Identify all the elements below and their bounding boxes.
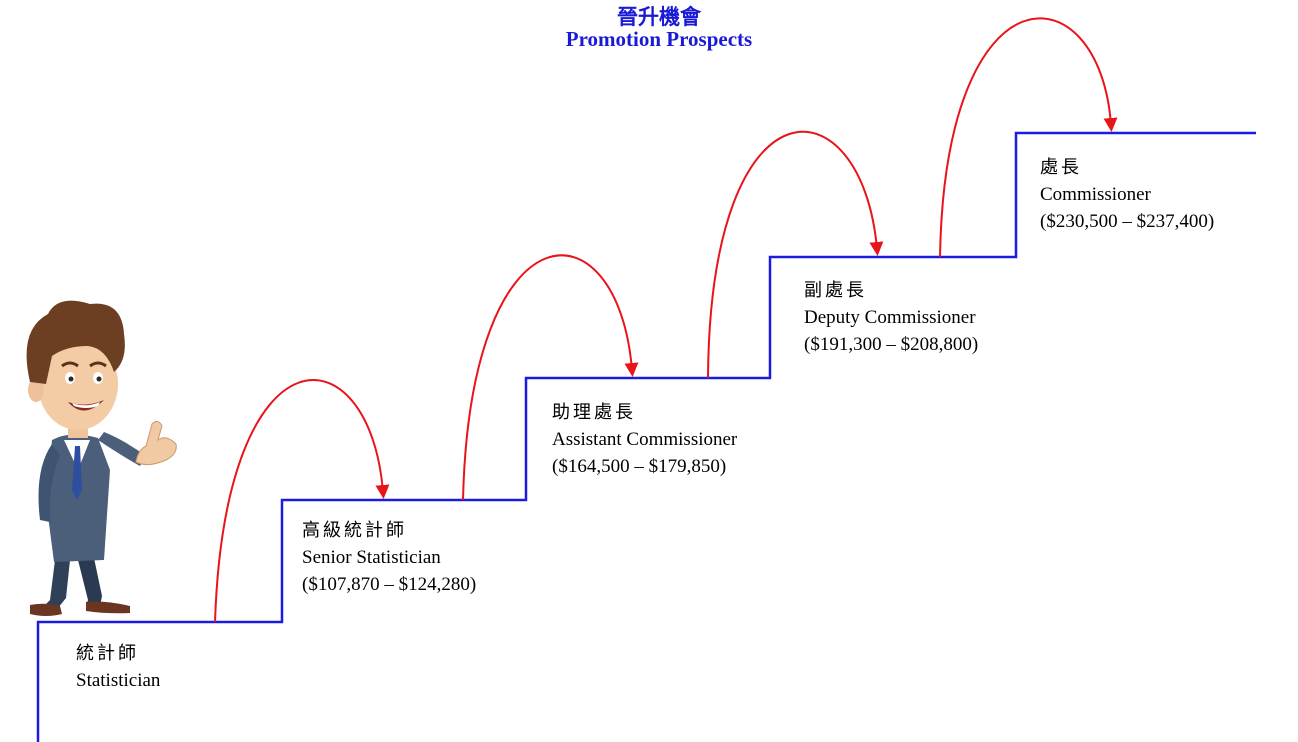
page-title: 晉升機會 Promotion Prospects [0,6,1298,50]
rank-english: Statistician [76,670,161,691]
rank-salary: ($230,500 – $237,400) [1040,211,1215,232]
businessman-thumbs-up-icon [26,300,177,616]
rank-english: Deputy Commissioner [804,307,976,328]
rank-english: Commissioner [1040,184,1151,205]
rank-label-commissioner: 處長 Commissioner ($230,500 – $237,400) [1040,154,1214,235]
rank-chinese: 助理處長 [552,402,636,423]
rank-label-senior-statistician: 高級統計師 Senior Statistician ($107,870 – $1… [302,517,476,598]
title-chinese: 晉升機會 [617,5,701,29]
promotion-arrow-2 [462,254,639,501]
promotion-arrow-3 [707,130,884,379]
staircase-line [36,131,1256,742]
rank-label-statistician: 統計師 Statistician [76,640,160,694]
promotion-arrow-1 [214,379,390,623]
rank-label-deputy-commissioner: 副處長 Deputy Commissioner ($191,300 – $208… [804,277,978,358]
rank-salary: ($164,500 – $179,850) [552,456,727,477]
rank-english: Senior Statistician [302,547,441,568]
rank-english: Assistant Commissioner [552,429,738,450]
rank-salary: ($107,870 – $124,280) [302,574,477,595]
title-english: Promotion Prospects [565,27,753,52]
rank-label-assistant-commissioner: 助理處長 Assistant Commissioner ($164,500 – … [552,399,737,480]
rank-chinese: 高級統計師 [302,520,407,541]
rank-chinese: 處長 [1040,157,1082,178]
rank-chinese: 副處長 [804,280,867,301]
promotion-arrow-4 [939,17,1118,258]
rank-salary: ($191,300 – $208,800) [804,334,979,355]
rank-chinese: 統計師 [76,643,139,664]
